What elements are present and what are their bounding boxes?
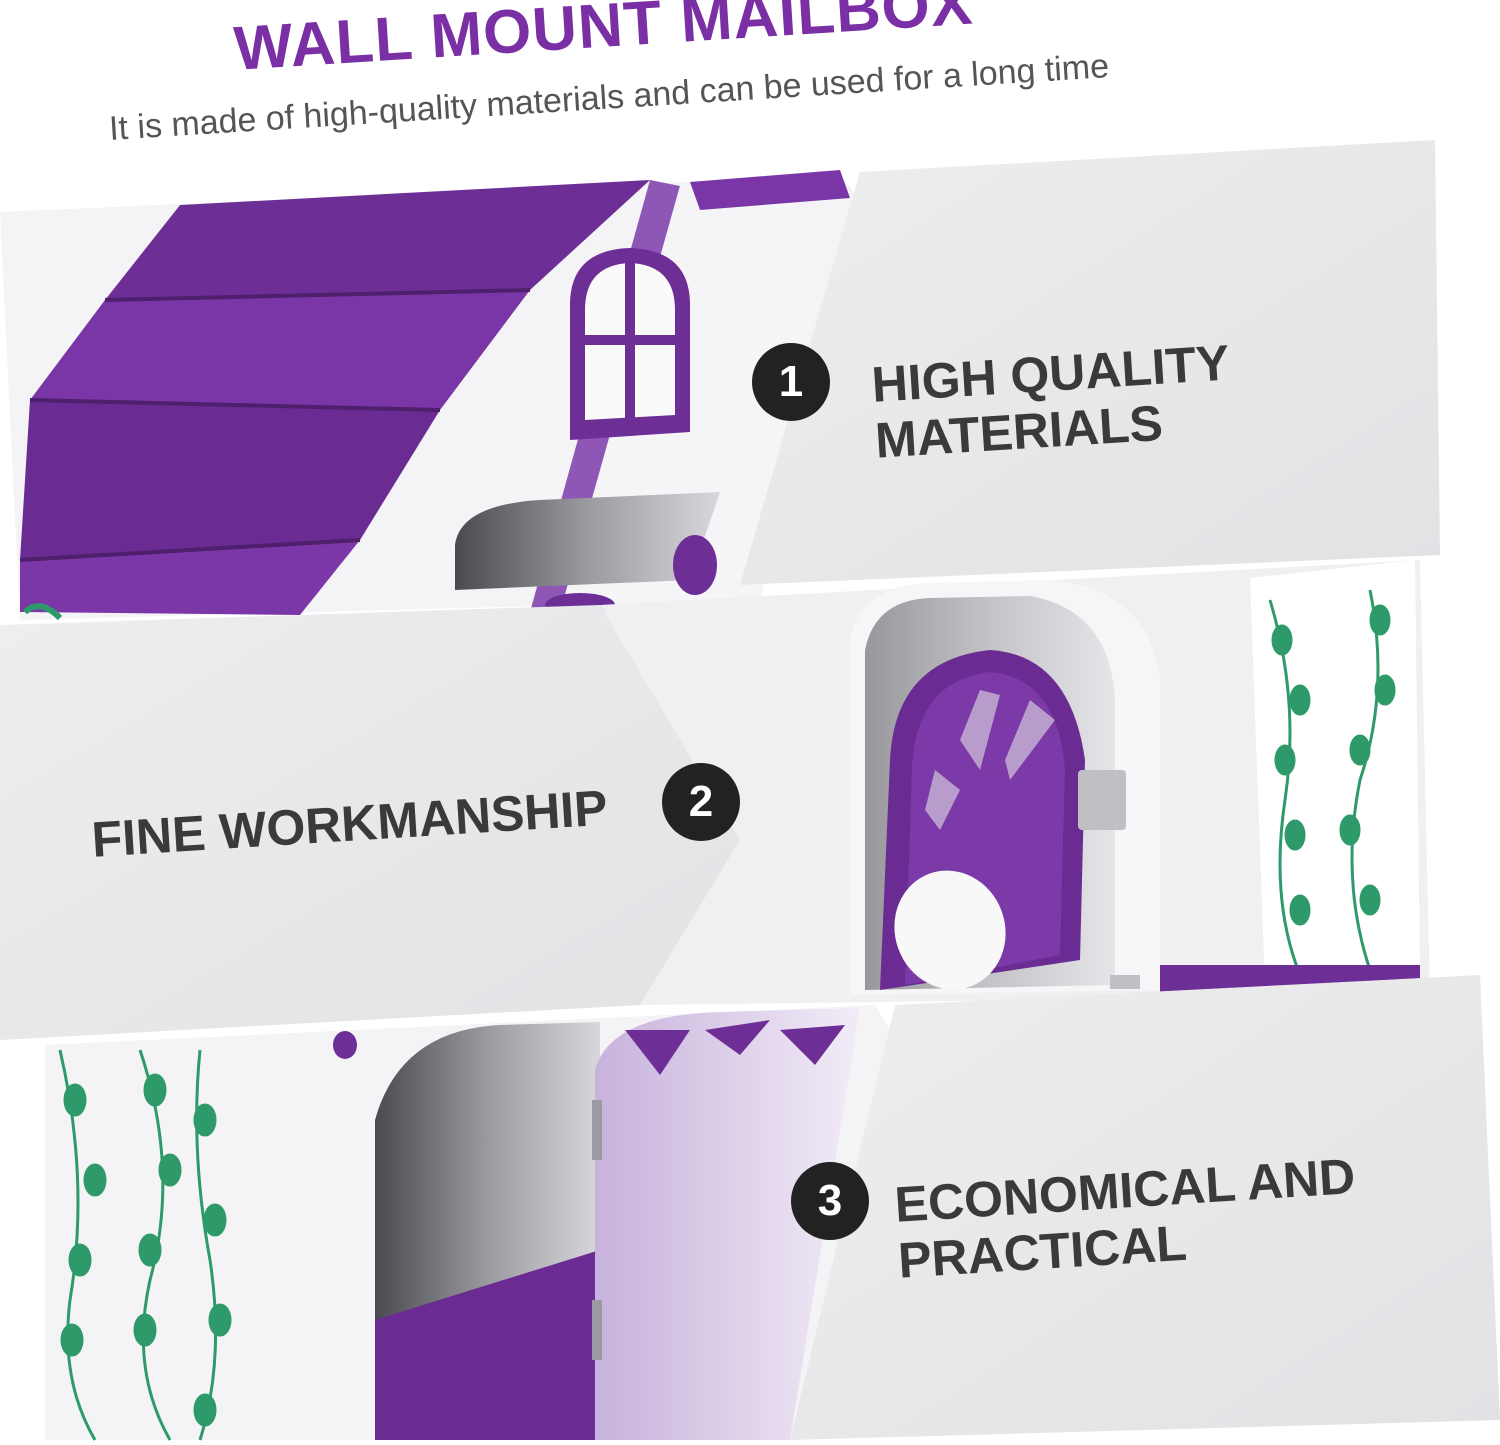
vine-decoration-icon: [1268, 589, 1396, 976]
feature-label-1: HIGH QUALITY MATERIALS: [870, 335, 1235, 469]
mailbox-door-photo: [600, 560, 1430, 1005]
feature-number-badge-3: 3: [791, 1162, 869, 1240]
hinge-icon: [1078, 770, 1126, 830]
feature-number-badge-1: 1: [752, 343, 830, 421]
feature-panel-1: [740, 140, 1440, 585]
mailbox-opening-photo: [45, 1005, 890, 1441]
mailbox-roof-photo: [0, 170, 860, 621]
arched-window-icon: [570, 248, 690, 440]
feature-panel-3: [790, 975, 1500, 1440]
feature-panel-2: [0, 605, 740, 1040]
feature-number-badge-2: 2: [662, 763, 740, 841]
